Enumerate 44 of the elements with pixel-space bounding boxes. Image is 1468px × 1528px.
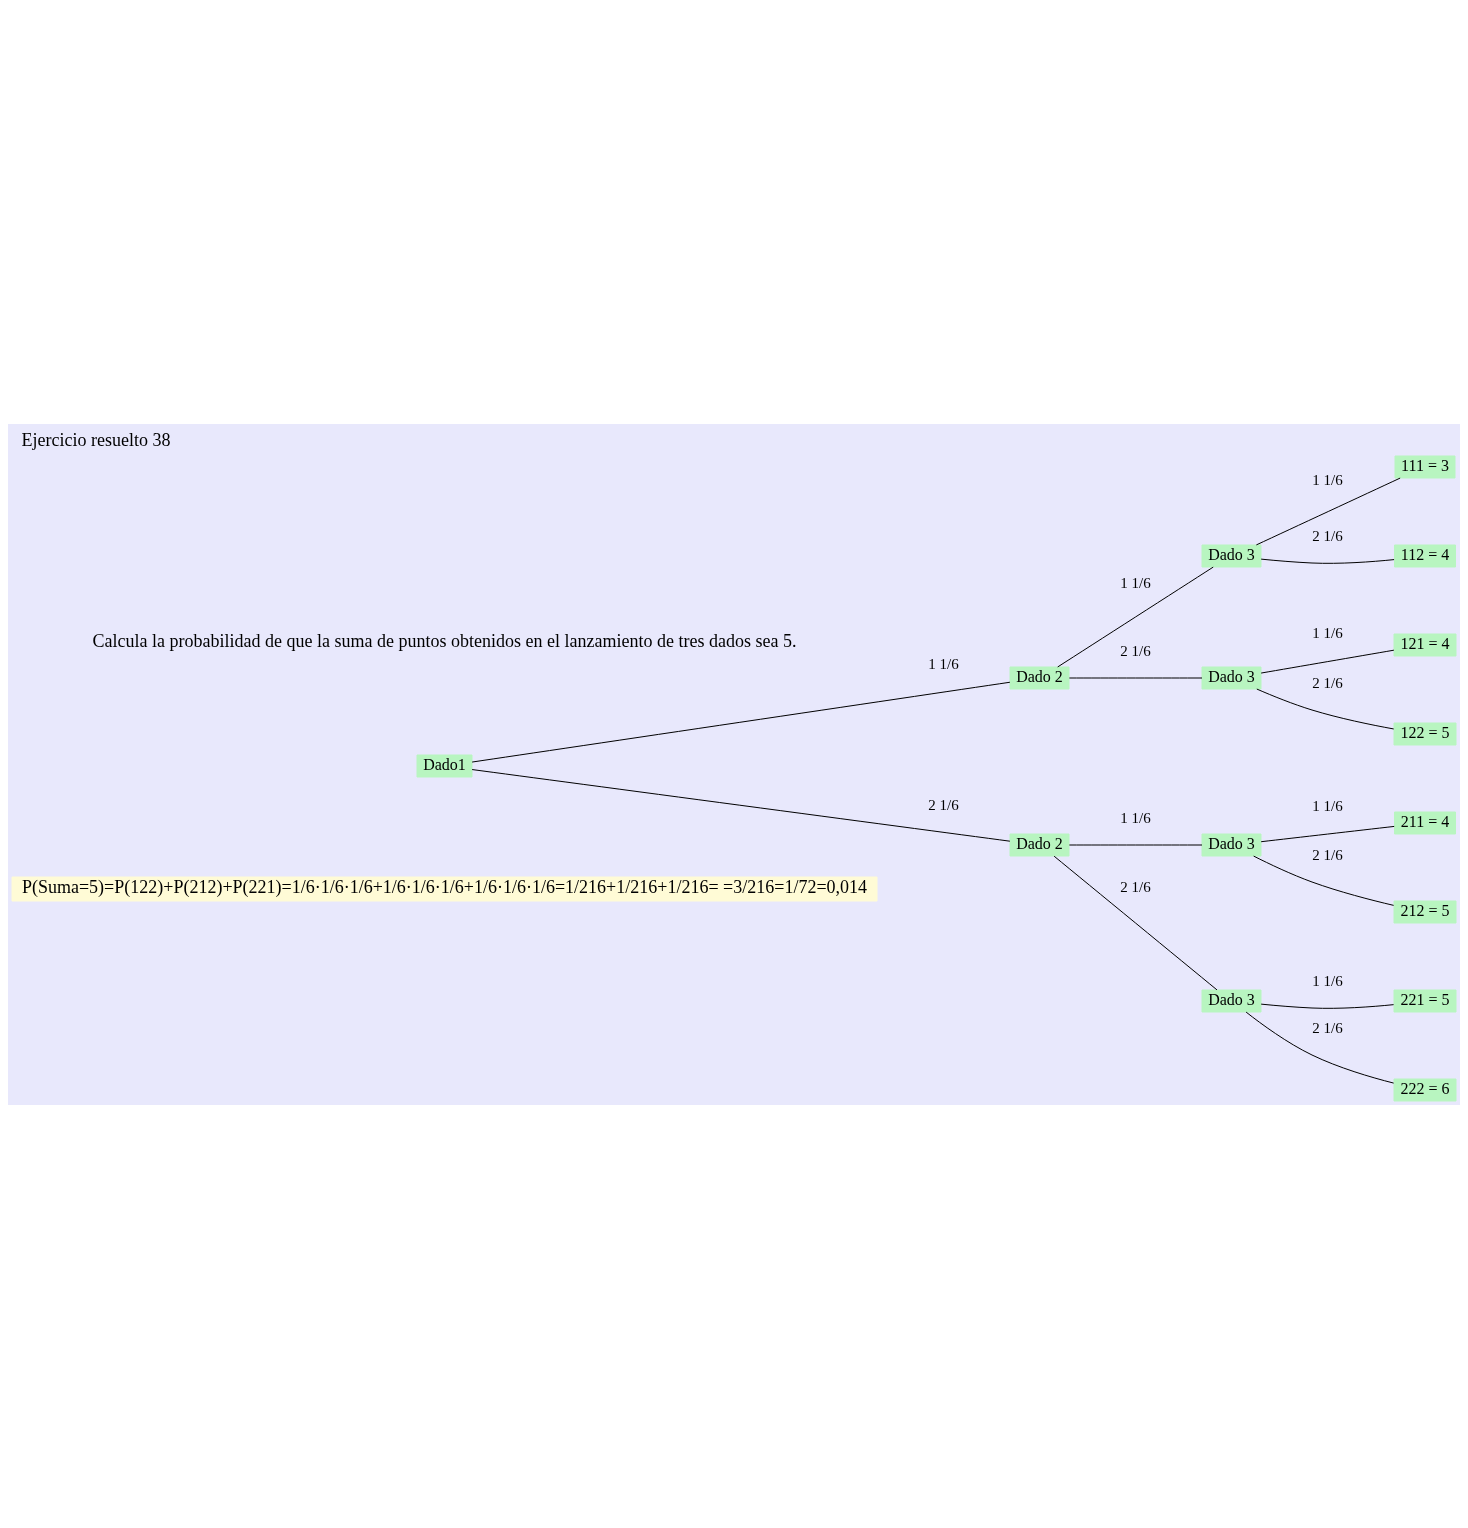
node-box: 211 = 4 [1394, 811, 1456, 834]
connector [1260, 825, 1395, 842]
connector [1260, 558, 1395, 564]
connector [1256, 688, 1395, 729]
diagram-title: Ejercicio resuelto 38 [21, 429, 171, 450]
connector [1255, 477, 1401, 545]
edge-label: 1 1/6 [1120, 809, 1151, 826]
node-box: 212 = 5 [1393, 900, 1457, 923]
connector [1260, 649, 1395, 674]
edge-label: 1 1/6 [1312, 972, 1343, 989]
edge-label: 2 1/6 [1120, 642, 1151, 659]
edge-label: 1 1/6 [1312, 624, 1343, 641]
node-box: Dado 2 [1009, 833, 1070, 856]
node-box: 112 = 4 [1394, 544, 1456, 567]
edge-label: 1 1/6 [1312, 797, 1343, 814]
edge-label: 2 1/6 [928, 796, 959, 813]
edge-label: 1 1/6 [1312, 471, 1343, 488]
connector [1253, 855, 1395, 906]
node-box: 121 = 4 [1393, 633, 1457, 656]
node-box: Dado 2 [1009, 666, 1070, 689]
node-box: Dado 3 [1201, 989, 1262, 1012]
node-box: Dado 3 [1201, 666, 1262, 689]
node-box: Dado 3 [1201, 544, 1262, 567]
edge-label: 1 1/6 [928, 655, 959, 672]
edge-label: 2 1/6 [1312, 1019, 1343, 1036]
connector [1260, 1003, 1395, 1009]
node-box: 111 = 3 [1394, 455, 1456, 478]
label: P(Suma=5)=P(122)+P(212)+P(221)=1/6·1/6·1/6+1/6·1/6·1/6+1/6·1/6·1/6=1/216+1/216+1/216= =3/216=1/72=0,014 [21, 876, 868, 897]
edge-label: 2 1/6 [1312, 674, 1343, 691]
node-box: 222 = 6 [1393, 1078, 1457, 1101]
node-box: 221 = 5 [1393, 989, 1457, 1012]
connector [1057, 566, 1214, 667]
connector [471, 768, 1011, 842]
edge-label: 2 1/6 [1120, 878, 1151, 895]
node-box: Dado1 [416, 754, 473, 777]
edge-label: 2 1/6 [1312, 846, 1343, 863]
label: Calcula la probabilidad de que la suma de puntos obtenidos en el lanzamiento de tres dados sea 5. [92, 630, 797, 651]
node-box: 122 = 5 [1393, 722, 1457, 745]
connector [471, 681, 1011, 763]
connector [1053, 855, 1218, 990]
edge-label: 2 1/6 [1312, 527, 1343, 544]
connector [1245, 1011, 1395, 1084]
edge-label: 1 1/6 [1120, 574, 1151, 591]
node-box: Dado 3 [1201, 833, 1262, 856]
